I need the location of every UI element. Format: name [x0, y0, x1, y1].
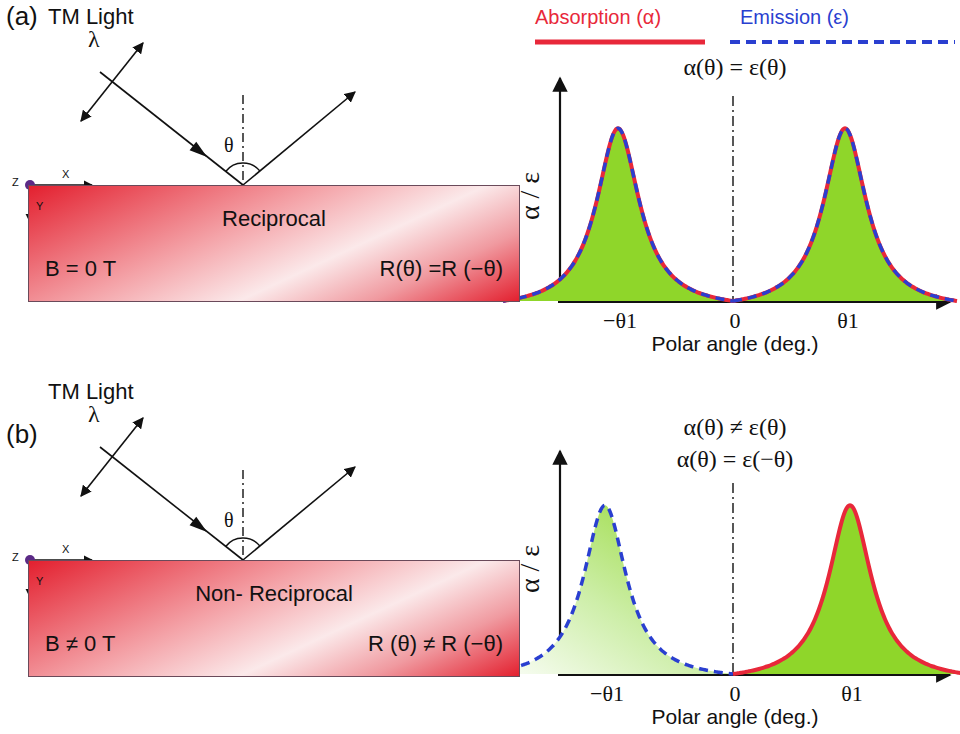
axis-letter: Z [12, 176, 19, 189]
tick-label: 0 [730, 308, 741, 333]
reflectance-relation: R(θ) =R (−θ) [380, 256, 503, 281]
slab-name: Reciprocal [222, 206, 326, 231]
incident-ray [100, 72, 243, 185]
reflectance-relation: R (θ) ≠ R (−θ) [368, 631, 503, 656]
zero-angle-line [732, 483, 733, 673]
axis-letter: X [62, 543, 69, 556]
panel-letter: (a) [6, 2, 38, 32]
legend-text: Emission (ε) [740, 6, 849, 29]
light-label: TM Light [48, 4, 134, 29]
plot-y-axis [559, 78, 561, 302]
angle-symbol: θ [224, 509, 234, 532]
zero-angle-line [732, 96, 733, 300]
x-axis-title: Polar angle (deg.) [652, 332, 819, 356]
tick-label: −θ1 [603, 308, 637, 333]
y-axis-title: α / ε [514, 545, 546, 593]
peak-fill [733, 128, 957, 301]
plot-x-axis [558, 301, 950, 303]
absorption-curve [503, 128, 733, 301]
absorption-curve [733, 505, 960, 674]
absorption-legend-line [535, 40, 705, 45]
axis-letter: Z [12, 551, 19, 564]
tick-label: 0 [730, 681, 741, 706]
emission-curve [503, 128, 733, 301]
peak-fill [733, 505, 960, 674]
field-label: B = 0 T [45, 256, 116, 281]
plot-relation: α(θ) ≠ ε(θ) [684, 414, 787, 442]
emission-legend-line [730, 40, 955, 44]
slab-name: Non- Reciprocal [195, 581, 353, 606]
light-label: TM Light [48, 379, 134, 404]
axis-letter: Y [36, 200, 43, 213]
plot-relation: α(θ) = ε(−θ) [677, 446, 794, 474]
material-slab: Reciprocal B = 0 T R(θ) =R (−θ) [28, 185, 520, 302]
panel-letter: (b) [6, 420, 38, 450]
plot-relation: α(θ) = ε(θ) [683, 54, 786, 82]
incident-ray [100, 447, 243, 560]
tick-label: θ1 [837, 308, 859, 333]
wavelength-symbol: λ [88, 26, 100, 54]
field-label: B ≠ 0 T [45, 631, 115, 656]
ray-arrowhead [190, 517, 208, 532]
surface-normal [242, 470, 243, 560]
angle-symbol: θ [224, 134, 234, 157]
angle-arc [226, 538, 260, 546]
axis-letter: Y [36, 575, 43, 588]
emission-curve [733, 128, 957, 301]
y-axis-title: α / ε [514, 172, 546, 220]
peak-fill [503, 128, 733, 301]
ray-arrowhead [190, 142, 208, 157]
polarization-arrow [81, 43, 143, 121]
tick-label: −θ1 [590, 681, 624, 706]
polarization-arrow [81, 418, 143, 496]
x-axis-title: Polar angle (deg.) [652, 705, 819, 729]
wavelength-symbol: λ [88, 401, 100, 429]
legend-text: Absorption (α) [535, 6, 661, 29]
tick-label: θ1 [841, 681, 863, 706]
surface-normal [242, 95, 243, 185]
angle-arc [226, 163, 260, 171]
plot-x-axis [558, 674, 950, 676]
axis-letter: X [62, 168, 69, 181]
material-slab: Non- Reciprocal B ≠ 0 T R (θ) ≠ R (−θ) [28, 560, 520, 677]
absorption-curve [733, 128, 957, 301]
